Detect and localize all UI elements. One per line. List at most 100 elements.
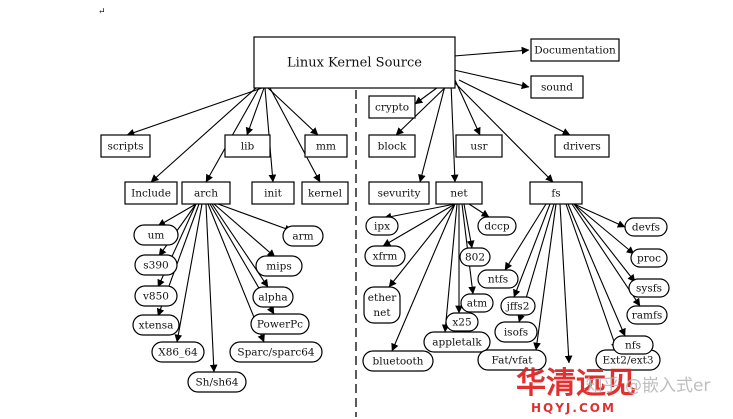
node-label: mm — [316, 141, 336, 153]
node-arch-xtensa: xtensa — [132, 314, 180, 336]
node-shape — [229, 341, 323, 363]
node-shape — [368, 95, 416, 119]
node-arch-s390: s390 — [134, 254, 178, 276]
node-shape — [477, 216, 517, 236]
node-label: ntfs — [488, 274, 508, 286]
node-arch-v850: v850 — [134, 285, 178, 307]
node-drivers: drivers — [554, 134, 610, 158]
node-label: nfs — [625, 340, 641, 352]
node-shape — [250, 313, 310, 335]
node-label: mips — [266, 261, 291, 273]
node-arch-x86-64: X86_64 — [151, 341, 205, 363]
edge-arrow — [211, 203, 269, 288]
edge-arrow — [205, 203, 218, 373]
node-shape — [187, 371, 247, 393]
edge-arrow — [383, 203, 456, 221]
node-arch-sparc: Sparc/sparc64 — [229, 341, 323, 363]
edge-arrow — [267, 87, 319, 136]
node-label: lib — [241, 141, 255, 153]
edge-arrow — [245, 87, 265, 136]
edge-arrow — [158, 203, 197, 257]
node-net-xfrm: xfrm — [364, 245, 406, 267]
edge-arrow — [217, 203, 293, 233]
node-label: scripts — [108, 141, 144, 153]
edge-arrow — [150, 87, 257, 183]
node-label: Documentation — [534, 45, 616, 57]
node-label-line2: net — [373, 307, 391, 319]
node-arch-arm: arm — [282, 225, 324, 247]
node-label: ramfs — [632, 310, 663, 322]
node-label: Sparc/sparc64 — [237, 347, 315, 359]
node-fs-ext: Ext2/ext3 — [595, 349, 661, 371]
node-root: Linux Kernel Source — [253, 36, 456, 89]
node-label: Include — [131, 188, 171, 200]
edge-arrow — [441, 203, 458, 333]
edge-arrow — [513, 203, 551, 298]
node-label: sysfs — [636, 283, 662, 295]
node-label: net — [450, 188, 468, 200]
node-net-ethernet: ether net — [363, 286, 401, 324]
node-label: x25 — [452, 317, 471, 329]
node-shape — [530, 75, 584, 99]
node-shape — [494, 321, 538, 343]
node-shape — [624, 217, 668, 237]
node-label: isofs — [504, 327, 528, 339]
node-net: net — [435, 181, 483, 205]
node-shape — [251, 181, 295, 205]
node-label: X86_64 — [158, 347, 198, 359]
edge-arrow — [504, 203, 547, 271]
node-shape — [134, 285, 178, 307]
node-shape — [253, 36, 456, 89]
node-shape — [460, 293, 494, 313]
node-shape — [255, 255, 303, 277]
edge-arrow — [565, 203, 619, 351]
edge-arrow — [157, 203, 197, 227]
edge-arrow — [559, 203, 573, 364]
node-label: Linux Kernel Source — [287, 56, 422, 71]
node-shape — [282, 225, 324, 247]
node-shape — [368, 181, 430, 205]
node-label: fs — [551, 188, 560, 200]
node-shape — [435, 181, 483, 205]
node-net-bluetooth: bluetooth — [362, 350, 434, 372]
watermark-brand: 华清远见 — [516, 366, 636, 401]
node-label: block — [378, 141, 407, 153]
node-label: PowerPc — [257, 319, 303, 331]
node-label: sound — [541, 82, 573, 94]
node-shape — [363, 286, 401, 324]
node-shape — [134, 254, 178, 276]
node-label: dccp — [484, 221, 509, 233]
edge-arrow — [391, 203, 456, 352]
node-fs-nfs: nfs — [612, 335, 654, 355]
node-net-dccp: dccp — [477, 216, 517, 236]
node-label-line1: ether — [368, 292, 397, 304]
node-label: Fat/vfat — [492, 355, 534, 367]
watermark-url: HQYJ.COM — [531, 401, 616, 415]
node-label: arch — [194, 188, 218, 200]
node-label: devfs — [632, 222, 660, 234]
node-label: xfrm — [373, 251, 398, 263]
node-fs-jffs2: jffs2 — [500, 296, 536, 316]
node-shape — [423, 331, 491, 353]
node-shape — [132, 314, 180, 336]
edge-arrow — [468, 203, 490, 218]
node-label: init — [264, 188, 282, 200]
edge-arrow — [388, 203, 456, 288]
node-shape — [500, 296, 536, 316]
node-shape — [529, 181, 583, 205]
node-shape — [368, 134, 416, 158]
node-fs-ramfs: ramfs — [626, 305, 668, 325]
node-net-802: 802 — [459, 247, 491, 267]
node-shape — [133, 224, 179, 246]
node-label: um — [148, 230, 165, 242]
node-scripts: scripts — [100, 134, 151, 158]
node-arch-sh: Sh/sh64 — [187, 371, 247, 393]
node-arch: arch — [181, 181, 231, 205]
edge-arrow — [458, 79, 571, 136]
node-label: proc — [637, 253, 661, 265]
node-net-appletalk: appletalk — [423, 331, 491, 353]
node-label: atm — [467, 298, 487, 310]
node-fs-ntfs: ntfs — [477, 269, 519, 289]
edge-arrow — [454, 79, 481, 136]
